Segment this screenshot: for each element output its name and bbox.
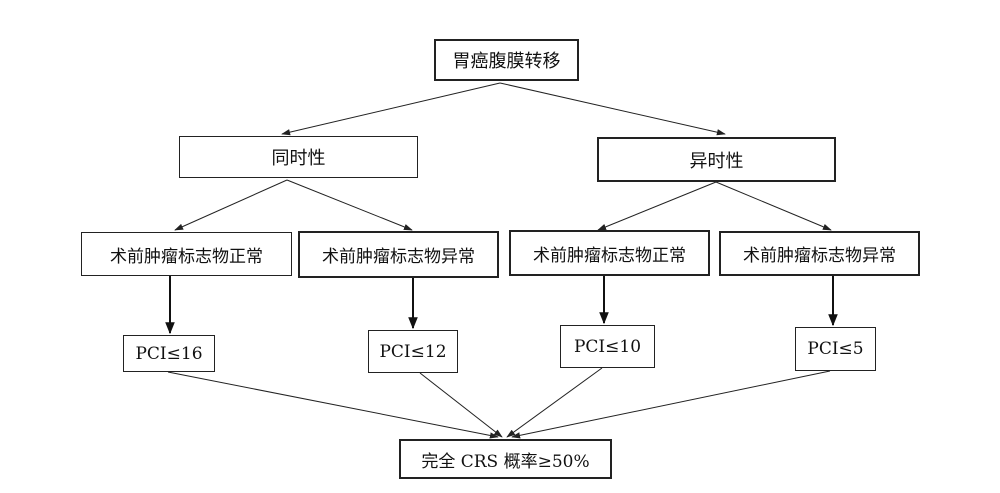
- node-marker-abnormal-synchronous: 术前肿瘤标志物异常: [298, 231, 499, 278]
- arrow-pci4-to-outcome: [511, 370, 831, 439]
- node-pci-10: PCI≤10: [560, 325, 655, 368]
- arrow-pci1-to-outcome: [167, 371, 499, 439]
- node-metachronous: 异时性: [597, 137, 836, 182]
- node-marker-normal-metachronous: 术前肿瘤标志物正常: [509, 230, 710, 276]
- node-pci-16: PCI≤16: [123, 335, 215, 372]
- arrow-right-to-normal: [597, 181, 717, 231]
- arrow-pci2-to-outcome: [419, 372, 503, 438]
- arrow-left-to-normal: [174, 179, 288, 231]
- arrow-root-to-left: [281, 82, 501, 136]
- arrow-root-to-right: [499, 82, 726, 136]
- arrow-pci3-to-outcome: [506, 367, 603, 438]
- node-marker-normal-synchronous: 术前肿瘤标志物正常: [81, 232, 292, 276]
- node-root: 胃癌腹膜转移: [434, 39, 579, 81]
- node-pci-5: PCI≤5: [795, 327, 876, 371]
- arrow-left-to-abnormal: [286, 179, 413, 231]
- node-pci-12: PCI≤12: [368, 330, 458, 373]
- node-marker-abnormal-metachronous: 术前肿瘤标志物异常: [719, 231, 920, 276]
- node-outcome-complete-crs: 完全 CRS 概率≥50%: [399, 439, 612, 479]
- arrow-right-to-abnormal: [715, 181, 832, 231]
- node-synchronous: 同时性: [179, 136, 418, 178]
